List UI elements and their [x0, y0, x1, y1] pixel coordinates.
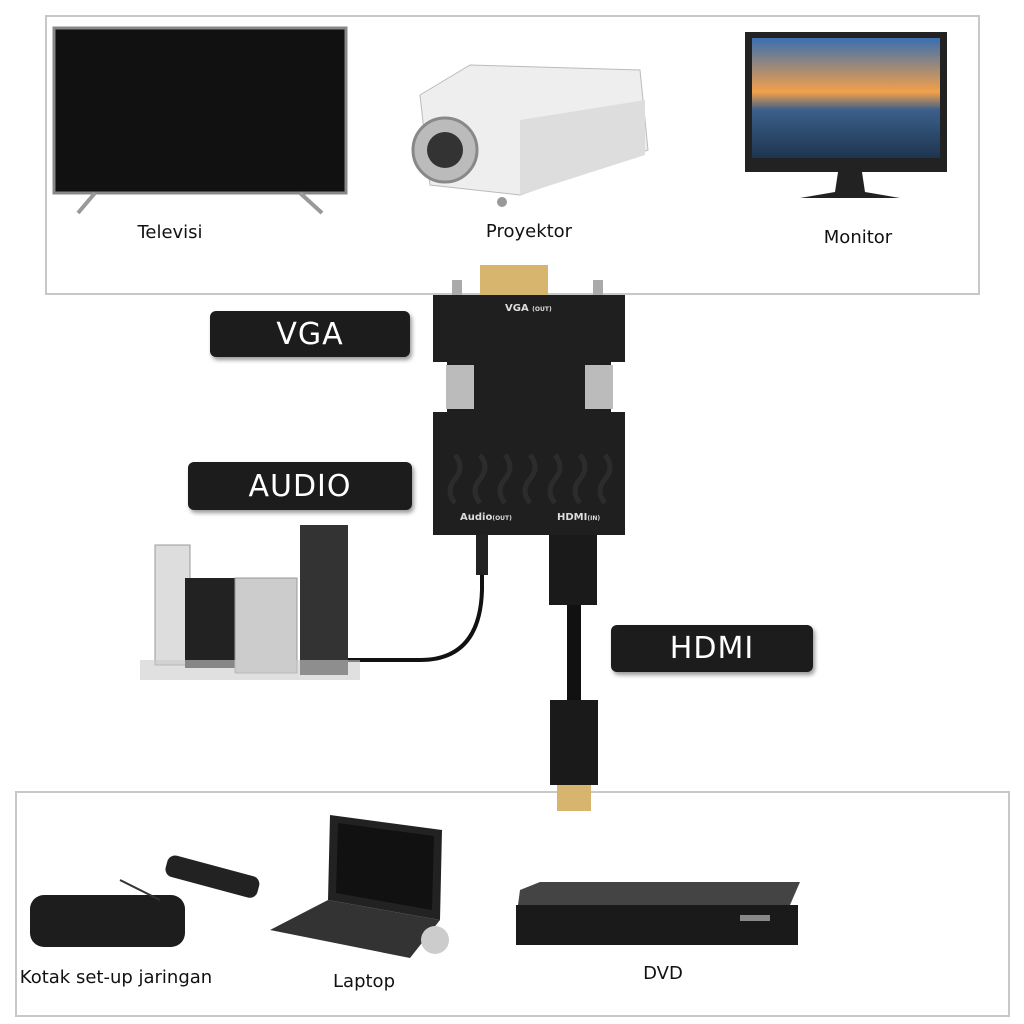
adapter-vga-sub: (OUT) [532, 306, 552, 313]
adapter-hdmi-label: HDMI(IN) [557, 512, 600, 523]
projector-image [411, 64, 649, 207]
adapter-hdmi-text: HDMI [557, 512, 588, 523]
caption-projector: Proyektor [485, 221, 573, 242]
caption-set-top-box: Kotak set-up jaringan [19, 967, 213, 988]
caption-monitor: Monitor [823, 227, 893, 248]
adapter-audio-sub: (OUT) [492, 515, 512, 522]
laptop-image [270, 815, 449, 958]
monitor-image [745, 32, 947, 198]
speakers-image [140, 525, 488, 680]
caption-television: Televisi [137, 222, 203, 243]
adapter-audio-text: Audio [460, 512, 493, 523]
caption-dvd: DVD [643, 963, 683, 984]
vga-hdmi-adapter-image [433, 265, 625, 535]
adapter-vga-label: VGA (OUT) [505, 303, 552, 314]
audio-badge: AUDIO [188, 462, 412, 510]
adapter-audio-label: Audio(OUT) [460, 512, 512, 523]
caption-laptop: Laptop [333, 971, 395, 992]
adapter-vga-text: VGA [505, 303, 529, 314]
hdmi-cable-image [549, 535, 598, 811]
hdmi-badge: HDMI [611, 625, 813, 672]
set-top-box-image [30, 855, 260, 947]
adapter-hdmi-sub: (IN) [587, 515, 601, 522]
dvd-player-image [516, 882, 800, 945]
vga-badge: VGA [210, 311, 410, 357]
television-image [52, 26, 348, 215]
